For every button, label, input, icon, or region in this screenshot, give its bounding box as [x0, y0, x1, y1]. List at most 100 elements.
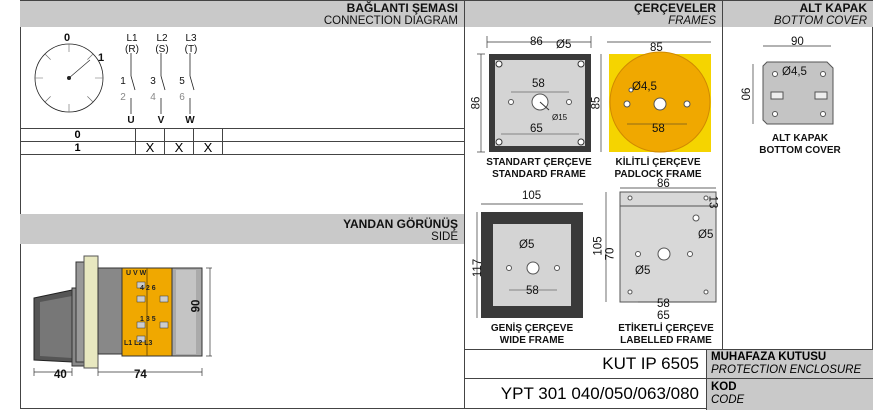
padlock-dim-58: 58 [652, 123, 665, 135]
padlock-frame-drawing [600, 41, 711, 153]
contact-label: L2 [134, 340, 143, 347]
wide-dim-58: 58 [526, 285, 539, 297]
bottom-cover-title-tr: ALT KAPAK [799, 1, 867, 15]
labelled-dim-top: 13 [706, 195, 719, 209]
contact-label: 5 [151, 316, 156, 323]
padlock-dim-hole: Ø4,5 [632, 81, 657, 93]
standard-label-tr: STANDART ÇERÇEVE [486, 157, 592, 168]
table-row: 0 [20, 128, 464, 141]
contact-cell-2 [165, 129, 194, 141]
wide-label-en: WIDE FRAME [499, 335, 565, 346]
bottom-cover-drawing [752, 45, 834, 125]
divider-right [722, 0, 723, 349]
terminal-1: 1 [120, 76, 126, 87]
divider-left [464, 0, 465, 409]
terminal-l3-line: L3 [185, 33, 197, 44]
terminal-5: 5 [179, 76, 185, 87]
contact-cell-1 [136, 129, 165, 141]
standard-dim-h: 86 [470, 96, 483, 110]
code-label-tr: KOD [711, 381, 737, 393]
wide-frame-drawing [476, 203, 583, 318]
bottom-cover-dim-w: 90 [791, 36, 804, 48]
standard-label-en: STANDARD FRAME [492, 169, 586, 180]
contact-label-row-2: 4 2 6 [140, 285, 170, 292]
terminal-v: V [157, 115, 165, 126]
contact-label: U [126, 270, 132, 277]
labelled-dim-hole2: Ø5 [635, 265, 651, 277]
enclosure-row: KUT IP 6505 MUHAFAZA KUTUSU PROTECTION E… [465, 349, 873, 379]
connection-header: BAĞLANTI ŞEMASI CONNECTION DIAGRAM [20, 1, 464, 27]
padlock-dim-w: 85 [650, 42, 663, 54]
labelled-dim-h1: 105 [592, 236, 605, 256]
bottom-cover-header: ALT KAPAK BOTTOM COVER [723, 1, 873, 27]
terminal-l2-line: L2 [156, 33, 168, 44]
contact-cell-1: X [136, 141, 165, 154]
contact-cell-3 [194, 129, 223, 141]
padlock-dim-h: 85 [590, 96, 603, 110]
wide-dim-h: 117 [472, 258, 485, 278]
side-header: YANDAN GÖRÜNÜŞ SIDE [20, 214, 464, 244]
wide-label-tr: GENİŞ ÇERÇEVE [490, 323, 574, 334]
enclosure-label-en: PROTECTION ENCLOSURE [711, 364, 862, 376]
frames-title-en: FRAMES [668, 15, 716, 27]
terminal-l2-phase: (S) [155, 44, 169, 55]
terminal-l1-phase: (R) [125, 44, 139, 55]
side-view-drawing [33, 255, 212, 376]
labelled-label-en: LABELLED FRAME [620, 335, 712, 346]
contact-label: 1 [140, 316, 144, 323]
enclosure-value: KUT IP 6505 [602, 354, 699, 373]
bottom-cover-label-tr: ALT KAPAK [771, 133, 829, 144]
dial-label-1: 1 [98, 52, 105, 64]
labelled-dim-hole1: Ø5 [698, 229, 714, 241]
terminal-3: 3 [150, 76, 156, 87]
contact-cell-2: X [165, 141, 194, 154]
labelled-dim-h2: 70 [604, 247, 617, 261]
table-row: 1 X X X [20, 141, 464, 155]
terminal-6: 6 [179, 92, 185, 103]
frames-header: ÇERÇEVELER FRAMES [465, 1, 722, 27]
labelled-dim-65: 65 [657, 310, 670, 322]
contact-label: W [139, 270, 147, 277]
bottom-cover-title-en: BOTTOM COVER [773, 15, 867, 27]
side-title-en: SIDE [431, 231, 458, 243]
side-dim-40: 40 [54, 369, 67, 381]
contact-cell-3: X [194, 141, 223, 154]
labelled-frame-drawing [605, 187, 717, 303]
terminal-l1-line: L1 [126, 33, 138, 44]
padlock-label-en: PADLOCK FRAME [614, 169, 702, 180]
code-row: YPT 301 040/050/063/080 KOD CODE [465, 378, 873, 410]
connection-title-en: CONNECTION DIAGRAM [323, 15, 458, 27]
position-cell: 1 [20, 142, 136, 154]
contact-label-row-4: L1 L2 L3 [124, 340, 172, 347]
standard-dim-65: 65 [530, 123, 543, 135]
frames-title-tr: ÇERÇEVELER [633, 1, 716, 15]
dial-label-0: 0 [64, 32, 71, 44]
labelled-label-tr: ETİKETLİ ÇERÇEVE [618, 323, 714, 334]
bottom-cover-dim-h: 90 [738, 87, 751, 101]
wide-dim-w: 105 [522, 190, 542, 202]
contact-label: L3 [144, 340, 153, 347]
wide-dim-hole: Ø5 [519, 239, 535, 251]
contact-label-strip: U V W [126, 270, 174, 278]
labelled-dim-58: 58 [657, 298, 670, 310]
standard-frame-drawing [477, 36, 592, 153]
labelled-dim-w: 86 [657, 178, 670, 190]
enclosure-label-box: MUHAFAZA KUTUSU PROTECTION ENCLOSURE [706, 350, 873, 379]
standard-dim-hole: Ø5 [556, 39, 572, 51]
code-label-en: CODE [711, 394, 745, 406]
contact-label: 4 [140, 285, 144, 292]
code-value: YPT 301 040/050/063/080 [500, 384, 699, 403]
terminal-2: 2 [120, 92, 126, 103]
contact-label: 2 [145, 285, 150, 292]
side-dim-90: 90 [190, 299, 203, 313]
contact-label-row-3: 1 3 5 [140, 316, 170, 323]
connection-diagram [34, 43, 195, 114]
bottom-cover-label-en: BOTTOM COVER [759, 145, 841, 156]
terminal-u: U [127, 115, 135, 126]
standard-dim-knob: Ø15 [552, 113, 568, 122]
side-title-tr: YANDAN GÖRÜNÜŞ [343, 217, 458, 231]
bottom-cover-dim-hole: Ø4,5 [782, 66, 807, 78]
contact-label: L1 [124, 340, 133, 347]
connection-title-tr: BAĞLANTI ŞEMASI [346, 1, 458, 15]
position-cell: 0 [20, 129, 136, 141]
